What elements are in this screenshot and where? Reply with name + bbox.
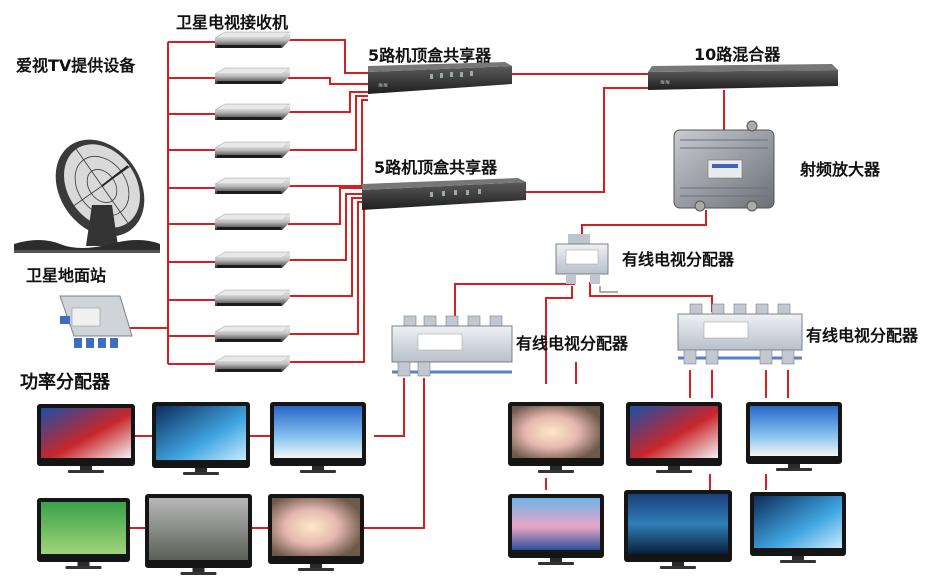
- combiner-b-device: [362, 178, 526, 210]
- cable-amp-split: [581, 210, 707, 242]
- cable-rxa-5: [288, 99, 368, 187]
- cable-rxa-1: [288, 39, 368, 74]
- splitter-top-device: [555, 234, 609, 284]
- set-top-box-icon: [214, 289, 291, 306]
- label-power-splitter: 功率分配器: [20, 372, 110, 393]
- label-receivers: 卫星电视接收机: [176, 13, 289, 32]
- svg-text:≋≋: ≋≋: [660, 79, 670, 86]
- splitter-right-device: [677, 303, 803, 365]
- television-icon: [152, 402, 250, 475]
- svg-text:≋≋: ≋≋: [378, 82, 388, 89]
- television-icon: [750, 492, 846, 563]
- television-icon: [37, 498, 130, 569]
- cable-rxb-2: [288, 193, 368, 261]
- cable-rxa-2: [288, 77, 368, 85]
- cable-rxa-3: [288, 91, 368, 113]
- satellite-dish-icon: [14, 139, 160, 253]
- cable-cb-mixer: [526, 87, 648, 193]
- power-splitter-device: [59, 295, 133, 348]
- cable-split-right-b: [545, 286, 573, 384]
- label-mixer: 10路混合器: [694, 45, 781, 64]
- cable-rxb-5: [288, 205, 368, 363]
- set-top-box-icon: [214, 31, 291, 48]
- television-icon: [624, 490, 732, 569]
- cables-gray: [599, 286, 618, 293]
- television-icon: [37, 404, 135, 473]
- set-top-box-icon: [214, 177, 291, 194]
- television-icon: [268, 494, 364, 571]
- label-combiner-a: 5路机顶盒共享器: [368, 46, 492, 65]
- television-icon: [508, 494, 604, 565]
- label-combiner-b: 5路机顶盒共享器: [374, 158, 498, 177]
- television-icon: [145, 494, 252, 575]
- set-top-box-icon: [214, 325, 291, 342]
- cable-ls-tv2: [364, 378, 425, 529]
- cable-rxb-1: [288, 187, 368, 225]
- television-icon: [746, 402, 842, 471]
- label-amplifier: 射频放大器: [800, 160, 881, 179]
- televisions: [37, 402, 846, 575]
- cable-rxb-3: [288, 197, 368, 297]
- label-splitter-right: 有线电视分配器: [806, 326, 919, 345]
- label-splitter-left: 有线电视分配器: [516, 334, 629, 353]
- mixer-device: ≋≋: [648, 64, 838, 90]
- set-top-box-icon: [214, 67, 291, 84]
- television-icon: [508, 402, 604, 473]
- set-top-box-icon: [214, 141, 291, 158]
- set-top-box-icon: [214, 355, 291, 372]
- combiner-a-device: ≋≋: [368, 62, 512, 94]
- television-icon: [626, 402, 722, 473]
- television-icon: [270, 402, 366, 473]
- set-top-box-icon: [214, 103, 291, 120]
- cable-split-left: [454, 282, 575, 320]
- label-source: 爱视TV提供设备: [16, 56, 136, 75]
- rf-amplifier-device: [673, 120, 775, 212]
- label-earth-station: 卫星地面站: [26, 266, 107, 285]
- set-top-box-icon: [214, 213, 291, 230]
- cable-ls-tv1: [374, 378, 405, 437]
- label-splitter-top: 有线电视分配器: [622, 250, 735, 269]
- cable-rxb-4: [288, 201, 368, 335]
- splitter-left-device: [391, 315, 513, 377]
- set-top-box-icon: [214, 251, 291, 268]
- cable-rxa-4: [288, 95, 368, 151]
- receivers: [214, 31, 291, 372]
